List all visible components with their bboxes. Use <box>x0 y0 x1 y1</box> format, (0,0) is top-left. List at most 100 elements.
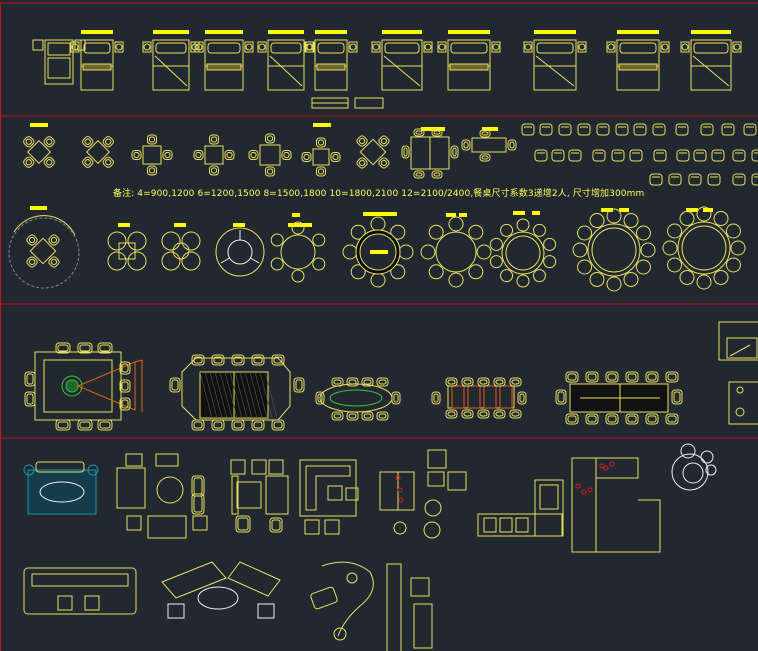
dining-set-round <box>489 218 557 288</box>
chair-block <box>693 149 707 162</box>
chair-block <box>743 123 757 136</box>
label-bar <box>617 30 659 34</box>
label-bar <box>532 211 540 215</box>
label-bar <box>370 250 388 254</box>
label-bar <box>205 30 243 34</box>
label-bar <box>446 213 456 217</box>
label-bar <box>686 208 698 212</box>
label-bar <box>601 208 613 212</box>
chair-block <box>707 173 721 186</box>
bed-block <box>523 39 587 91</box>
label-bar <box>233 223 245 227</box>
chair-block <box>751 173 758 186</box>
sofa-set-sectional <box>477 479 564 537</box>
cabinet-block <box>718 321 758 425</box>
dining-set-round <box>420 216 492 288</box>
conference-set-oval <box>315 377 401 421</box>
label-bar <box>459 213 467 217</box>
dining-set-rect <box>461 129 517 162</box>
label-bar <box>153 30 189 34</box>
sofa-long <box>23 567 137 615</box>
bed-rug <box>311 97 384 109</box>
chair-block <box>700 123 714 136</box>
bed-block <box>142 39 200 91</box>
label-bar <box>30 206 47 210</box>
sofa-set-square-table <box>230 459 289 533</box>
chair-block <box>711 149 725 162</box>
label-bar <box>691 30 731 34</box>
sofa-set-rug <box>23 461 99 515</box>
chair-block <box>653 149 667 162</box>
chair-block <box>652 123 666 136</box>
chair-block <box>668 173 682 186</box>
chair-block <box>629 149 643 162</box>
label-bar <box>513 211 525 215</box>
label-bar <box>313 123 331 127</box>
chair-block <box>577 123 591 136</box>
chair-block <box>732 173 746 186</box>
dining-set-round <box>572 208 656 292</box>
dining-set-square <box>248 133 292 177</box>
conference-set-large <box>555 371 683 425</box>
sofa-set-l-shape <box>299 459 359 535</box>
bed-block <box>32 39 86 85</box>
chair-block <box>521 123 535 136</box>
conference-set-long <box>431 377 527 419</box>
label-bar <box>619 208 629 212</box>
chair-block <box>534 149 548 162</box>
label-bar <box>174 223 186 227</box>
chair-block <box>688 173 702 186</box>
chair-block <box>611 149 625 162</box>
bed-block <box>304 39 358 91</box>
dining-set-round <box>270 221 326 283</box>
dining-set-round-3 <box>215 227 265 277</box>
dining-set-square <box>301 137 341 177</box>
dining-set-round <box>662 206 746 290</box>
label-bar <box>703 208 713 212</box>
chair-block <box>751 149 758 162</box>
label-bar <box>382 30 422 34</box>
sofa-set-round-table <box>116 453 208 539</box>
chaise-lounge <box>310 561 433 651</box>
chair-block <box>676 149 690 162</box>
label-bar <box>292 213 300 217</box>
bed-block <box>70 39 124 91</box>
bed-block <box>371 39 433 91</box>
conference-set-boat <box>169 354 305 431</box>
chair-block <box>732 149 746 162</box>
label-bar <box>118 223 130 227</box>
label-bar <box>363 212 397 216</box>
dining-set-round-large <box>8 215 80 289</box>
bed-block <box>194 39 254 91</box>
chair-block <box>539 123 553 136</box>
dining-set-square <box>23 136 55 168</box>
chair-block <box>568 149 582 162</box>
chair-block <box>675 123 689 136</box>
label-bar <box>30 123 48 127</box>
dining-set-square <box>193 134 235 176</box>
chair-block <box>633 123 647 136</box>
dining-set-4-lobed <box>107 231 147 271</box>
chair-block <box>558 123 572 136</box>
label-bar <box>482 127 498 131</box>
dining-set-square <box>26 234 60 268</box>
dining-set-square <box>131 134 173 176</box>
dining-set-4-lobed <box>161 231 201 271</box>
label-bar <box>288 223 312 227</box>
sofa-set-curved <box>161 561 281 619</box>
chair-block <box>615 123 629 136</box>
conference-set-projector <box>24 342 143 431</box>
bed-block <box>606 39 670 91</box>
sofa-set-corner <box>379 449 467 539</box>
bed-block <box>437 39 501 91</box>
label-bar <box>448 30 490 34</box>
label-bar <box>534 30 576 34</box>
sofa-set-round-white <box>671 443 717 491</box>
label-bar <box>81 30 113 34</box>
chair-block <box>721 123 735 136</box>
dining-set-rect <box>401 128 459 179</box>
chair-block <box>592 149 606 162</box>
chair-block <box>649 173 663 186</box>
